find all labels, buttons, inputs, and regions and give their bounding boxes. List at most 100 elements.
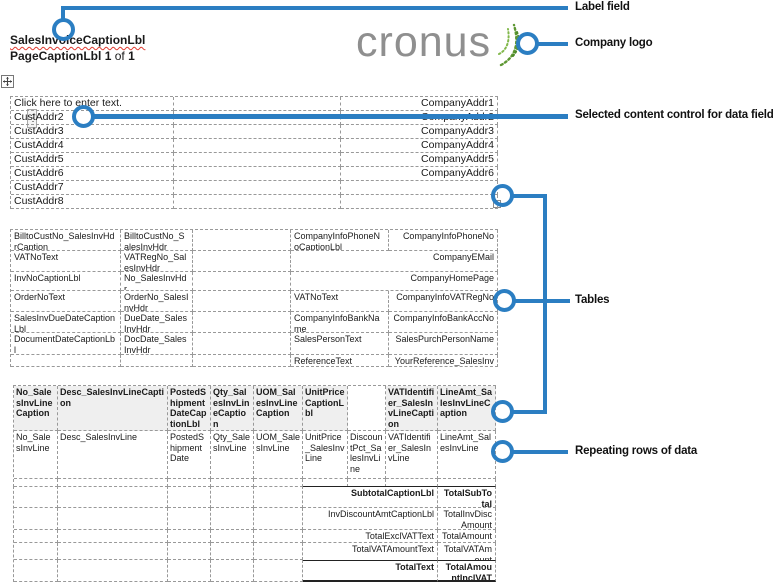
field-cell[interactable]: DueDate_SalesInvHdr bbox=[121, 312, 193, 333]
total-value-cell[interactable]: TotalAmount bbox=[438, 530, 496, 543]
column-header-cell[interactable]: Desc_SalesInvLineCaption bbox=[58, 386, 168, 431]
total-value-cell[interactable]: TotalInvDiscAmount bbox=[438, 508, 496, 530]
repeating-field-cell[interactable]: PostedShipmentDate bbox=[168, 431, 211, 479]
repeating-field-cell[interactable]: UnitPrice_SalesInvLine bbox=[303, 431, 348, 479]
label-cell[interactable]: VATNoText bbox=[11, 251, 121, 272]
empty-cell bbox=[193, 272, 291, 291]
total-value-cell[interactable]: TotalAmountInclVAT bbox=[438, 560, 496, 582]
repeating-field-cell[interactable]: No_SalesInvLine bbox=[14, 431, 58, 479]
label-cell[interactable]: CompanyInfoPhoneNoCaptionLbl bbox=[291, 230, 389, 251]
empty-cell bbox=[14, 508, 58, 530]
callout-circle bbox=[491, 400, 514, 423]
empty-cell bbox=[174, 139, 341, 153]
label-cell[interactable]: BilltoCustNo_SalesInvHdrCaption bbox=[11, 230, 121, 251]
callout-circle bbox=[493, 289, 516, 312]
empty-header-cell bbox=[348, 386, 386, 431]
empty-cell bbox=[254, 530, 303, 543]
empty-cell bbox=[438, 479, 496, 487]
field-cell[interactable]: CompanyAddr5 bbox=[341, 153, 498, 167]
repeating-field-cell[interactable]: Qty_SalesInvLine bbox=[211, 431, 254, 479]
empty-cell bbox=[193, 355, 291, 367]
table-move-handle-icon[interactable] bbox=[1, 75, 14, 88]
field-cell[interactable]: CustAddr4 bbox=[11, 139, 174, 153]
field-cell[interactable]: CustAddr7 bbox=[11, 181, 174, 195]
total-caption-cell[interactable]: TotalExclVATText bbox=[303, 530, 438, 543]
column-header-cell[interactable]: PostedShipmentDateCaptionLbl bbox=[168, 386, 211, 431]
total-caption-cell[interactable]: TotalVATAmountText bbox=[303, 543, 438, 560]
field-cell[interactable]: No_SalesInvHdr bbox=[121, 272, 193, 291]
label-cell[interactable]: CompanyInfoBankName bbox=[291, 312, 389, 333]
column-header-cell[interactable]: UnitPriceCaptionLbl bbox=[303, 386, 348, 431]
empty-cell bbox=[174, 125, 341, 139]
field-cell[interactable]: VATRegNo_SalesInvHdr bbox=[121, 251, 193, 272]
label-cell[interactable]: ReferenceText bbox=[291, 355, 389, 367]
repeating-field-cell[interactable]: VATIdentifier_SalesInvLine bbox=[386, 431, 438, 479]
total-caption-cell[interactable]: TotalText bbox=[303, 560, 438, 582]
field-cell[interactable]: CustAddr3 bbox=[11, 125, 174, 139]
field-cell[interactable]: OrderNo_SalesInvHdr bbox=[121, 291, 193, 312]
repeating-field-cell[interactable]: UOM_SalesInvLine bbox=[254, 431, 303, 479]
total-value-cell[interactable]: TotalSubTotal bbox=[438, 486, 496, 508]
field-cell[interactable]: YourReference_SalesInvHdr bbox=[389, 355, 498, 367]
total-caption-cell[interactable]: SubtotalCaptionLbl bbox=[303, 486, 438, 508]
empty-cell bbox=[14, 530, 58, 543]
label-cell[interactable]: VATNoText bbox=[291, 291, 389, 312]
field-cell[interactable]: CompanyAddr6 bbox=[341, 167, 498, 181]
label-field-text: SalesInvoiceCaptionLbl bbox=[10, 33, 146, 47]
label-cell[interactable]: InvNoCaptionLbl bbox=[11, 272, 121, 291]
field-cell[interactable]: CompanyAddr4 bbox=[341, 139, 498, 153]
empty-cell bbox=[341, 181, 498, 195]
field-cell[interactable]: CustAddr8 bbox=[11, 195, 174, 209]
empty-cell bbox=[254, 560, 303, 582]
callout-line bbox=[515, 299, 570, 303]
callout-line bbox=[512, 194, 547, 198]
callout-line bbox=[512, 410, 547, 414]
total-value-cell[interactable]: TotalVATAmount bbox=[438, 543, 496, 560]
field-cell[interactable]: CompanyHomePage bbox=[291, 272, 498, 291]
field-cell[interactable]: DocDate_SalesInvHdr bbox=[121, 333, 193, 355]
field-cell[interactable]: BilltoCustNo_SalesInvHdr bbox=[121, 230, 193, 251]
empty-cell bbox=[254, 543, 303, 560]
field-cell[interactable]: CompanyAddr1 bbox=[341, 97, 498, 111]
sales-invoice-caption-label[interactable]: SalesInvoiceCaptionLbl bbox=[10, 33, 145, 47]
empty-cell bbox=[211, 560, 254, 582]
callout-circle bbox=[491, 440, 514, 463]
column-header-cell[interactable]: VATIdentifier_SalesInvLineCaption bbox=[386, 386, 438, 431]
field-cell[interactable]: SalesPurchPersonName bbox=[389, 333, 498, 355]
field-cell[interactable]: CustAddr5 bbox=[11, 153, 174, 167]
field-cell[interactable]: CompanyAddr3 bbox=[341, 125, 498, 139]
field-cell[interactable]: CompanyInfoVATRegNo bbox=[389, 291, 498, 312]
label-cell[interactable]: SalesInvDueDateCaptionLbl bbox=[11, 312, 121, 333]
address-table: Click here to enter text.CompanyAddr1 Cu… bbox=[10, 96, 498, 209]
column-header-cell[interactable]: Qty_SalesInvLineCaption bbox=[211, 386, 254, 431]
empty-cell bbox=[211, 530, 254, 543]
callout-line bbox=[61, 6, 568, 10]
repeating-field-cell[interactable]: LineAmt_SalesInvLine bbox=[438, 431, 496, 479]
content-control-drag-handle[interactable]: ⋮ bbox=[27, 109, 38, 128]
column-header-cell[interactable]: UOM_SalesInvLineCaption bbox=[254, 386, 303, 431]
column-header-cell[interactable]: LineAmt_SalesInvLineCaption bbox=[438, 386, 496, 431]
repeating-field-cell[interactable]: Desc_SalesInvLine bbox=[58, 431, 168, 479]
field-cell[interactable]: CompanyInfoPhoneNo bbox=[389, 230, 498, 251]
empty-cell bbox=[11, 355, 121, 367]
field-cell[interactable]: CompanyEMail bbox=[291, 251, 498, 272]
empty-cell bbox=[14, 479, 58, 487]
callout-line bbox=[512, 450, 568, 454]
column-header-cell[interactable]: No_SalesInvLineCaption bbox=[14, 386, 58, 431]
page-total: 1 bbox=[128, 49, 135, 63]
page-caption-label[interactable]: PageCaptionLbl 1 of 1 bbox=[10, 49, 135, 63]
field-cell[interactable]: CompanyInfoBankAccNo bbox=[389, 312, 498, 333]
field-cell[interactable]: CustAddr6 bbox=[11, 167, 174, 181]
empty-cell bbox=[168, 486, 211, 508]
empty-cell bbox=[121, 355, 193, 367]
total-caption-cell[interactable]: InvDiscountAmtCaptionLbl bbox=[303, 508, 438, 530]
label-cell[interactable]: SalesPersonText bbox=[291, 333, 389, 355]
label-cell[interactable]: DocumentDateCaptionLbl bbox=[11, 333, 121, 355]
callout-line bbox=[61, 8, 65, 20]
invoice-lines-table: No_SalesInvLineCaption Desc_SalesInvLine… bbox=[13, 385, 496, 487]
repeating-field-cell[interactable]: DiscountPct_SalesInvLine bbox=[348, 431, 386, 479]
callout-line bbox=[543, 194, 547, 414]
label-cell[interactable]: OrderNoText bbox=[11, 291, 121, 312]
callout-circle bbox=[491, 184, 514, 207]
